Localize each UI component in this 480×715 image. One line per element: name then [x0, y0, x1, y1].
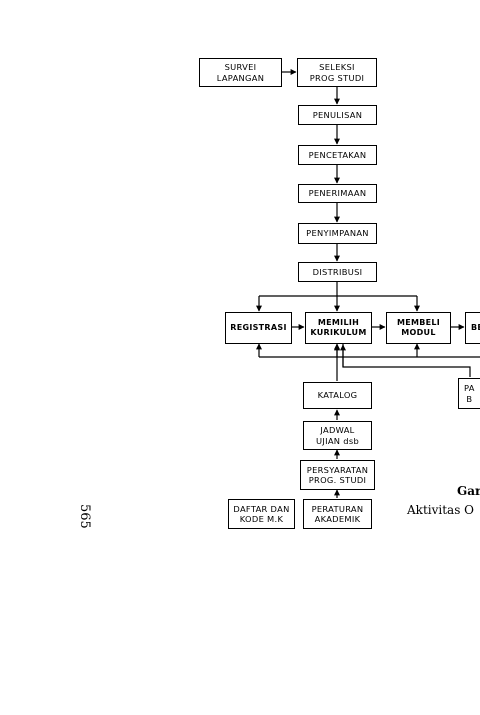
node-distribusi: DISTRIBUSI	[298, 262, 377, 282]
node-penulisan: PENULISAN	[298, 105, 377, 125]
node-membeli: MEMBELI MODUL	[386, 312, 451, 344]
node-survei: SURVEI LAPANGAN	[199, 58, 282, 87]
node-pa: PA B	[458, 378, 480, 409]
page-number: 565	[77, 504, 92, 529]
node-pencetakan: PENCETAKAN	[298, 145, 377, 165]
node-katalog: KATALOG	[303, 382, 372, 409]
figure-caption-subtitle: Aktivitas O	[407, 503, 475, 517]
node-seleksi: SELEKSI PROG STUDI	[297, 58, 377, 87]
node-persyaratan: PERSYARATAN PROG. STUDI	[300, 460, 375, 490]
node-daftar: DAFTAR DAN KODE M.K	[228, 499, 295, 529]
node-memilih: MEMILIH KURIKULUM	[305, 312, 372, 344]
node-jadwal: JADWAL UJIAN dsb	[303, 421, 372, 450]
line-pa-loop	[342, 344, 471, 377]
node-peraturan: PERATURAN AKADEMIK	[303, 499, 372, 529]
node-penyimpanan: PENYIMPANAN	[298, 223, 377, 244]
figure-caption-title: Gar	[457, 484, 480, 498]
node-be: BE	[465, 312, 480, 344]
node-penerimaan: PENERIMAAN	[298, 184, 377, 203]
node-registrasi: REGISTRASI	[225, 312, 292, 344]
